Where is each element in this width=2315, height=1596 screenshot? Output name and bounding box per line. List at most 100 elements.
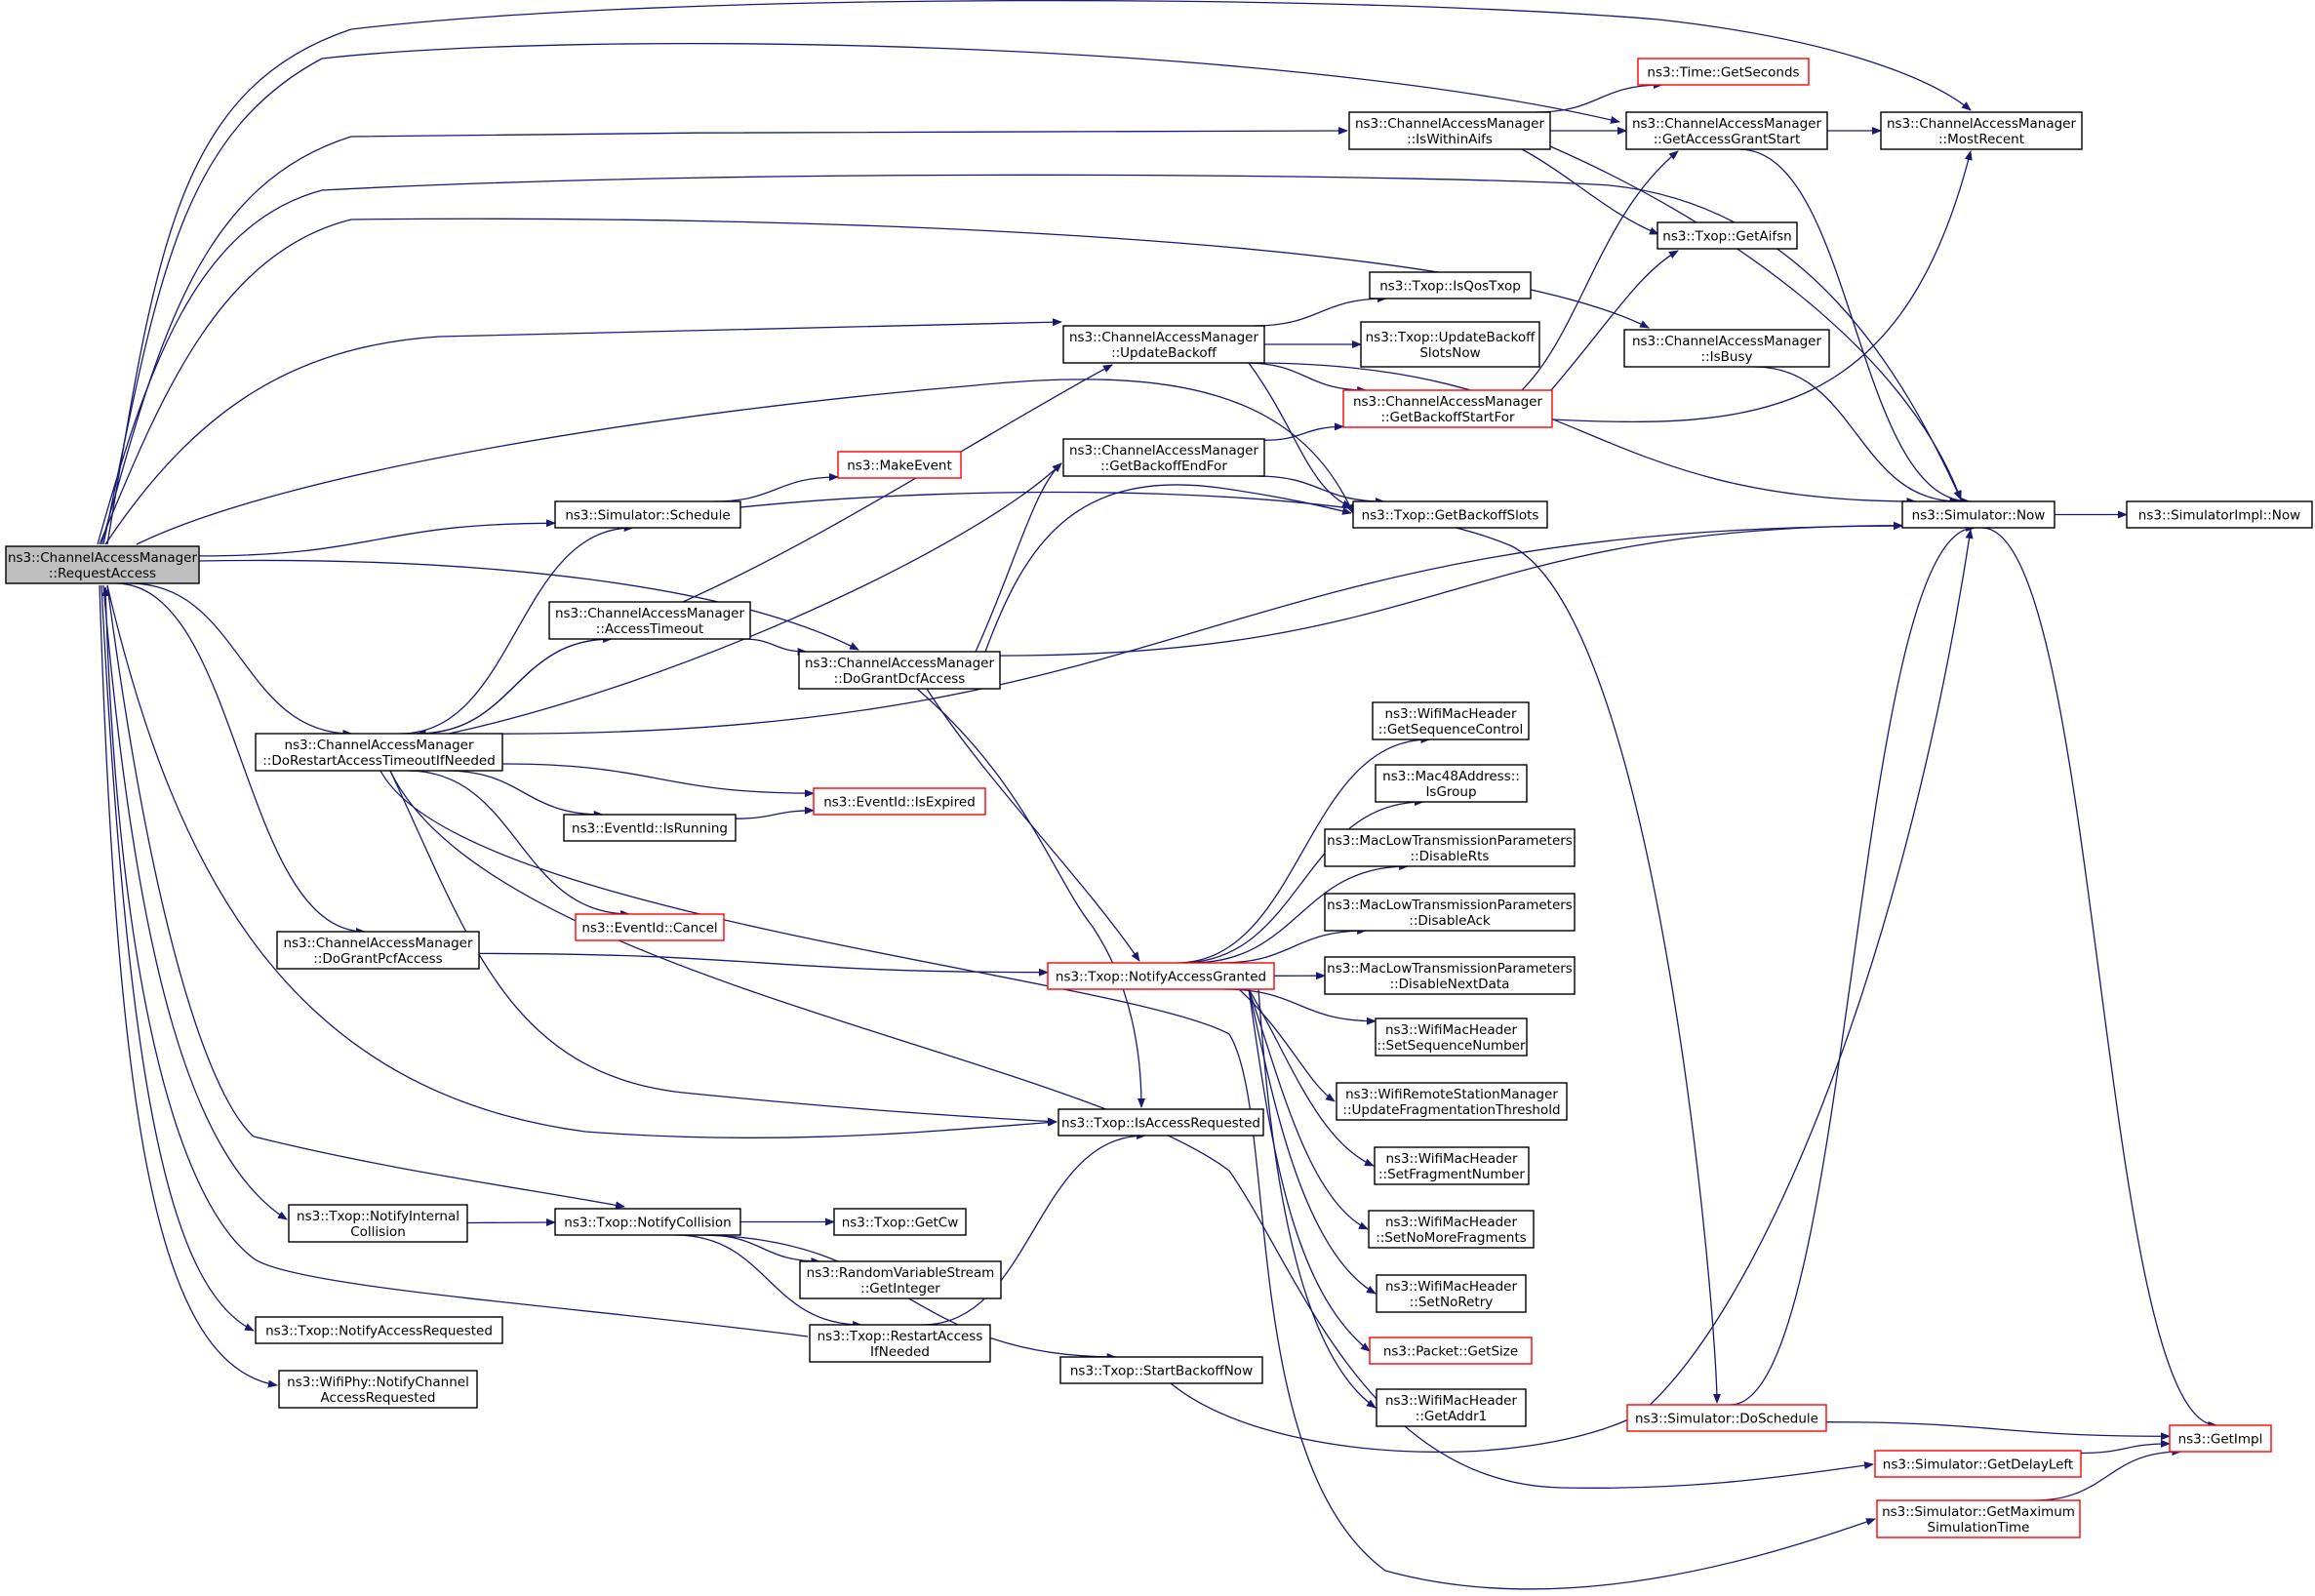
node-box[interactable] (554, 1208, 741, 1236)
node-box[interactable] (1376, 1274, 1527, 1313)
node-box[interactable] (1368, 1210, 1535, 1249)
node-do_grant_dcf_access[interactable]: ns3::ChannelAccessManager::DoGrantDcfAcc… (798, 651, 1001, 690)
node-box[interactable] (1876, 1499, 2081, 1538)
node-box[interactable] (1376, 1388, 1527, 1427)
node-maclow_disable_next_data[interactable]: ns3::MacLowTransmissionParameters::Disab… (1324, 956, 1576, 995)
node-box[interactable] (799, 1260, 1002, 1299)
node-box[interactable] (276, 931, 480, 970)
node-box[interactable] (1375, 1017, 1528, 1057)
node-wifiremote_update_frag[interactable]: ns3::WifiRemoteStationManager::UpdateFra… (1336, 1082, 1568, 1121)
node-box[interactable] (1637, 58, 1810, 86)
node-box[interactable] (1360, 321, 1540, 368)
node-do_restart_access_timeout[interactable]: ns3::ChannelAccessManager::DoRestartAcce… (255, 733, 503, 772)
node-packet_getsize[interactable]: ns3::Packet::GetSize (1369, 1337, 1533, 1365)
node-box[interactable] (1062, 438, 1265, 477)
node-wifimacheader_set_fragment_number[interactable]: ns3::WifiMacHeader::SetFragmentNumber (1374, 1146, 1530, 1185)
node-txop_notify_access_granted[interactable]: ns3::Txop::NotifyAccessGranted (1047, 962, 1275, 990)
node-eventid_isexpired[interactable]: ns3::EventId::IsExpired (813, 787, 986, 816)
node-box[interactable] (1369, 271, 1532, 299)
node-is_busy[interactable]: ns3::ChannelAccessManager::IsBusy (1623, 329, 1830, 368)
node-get_backoff_start_for[interactable]: ns3::ChannelAccessManager::GetBackoffSta… (1342, 389, 1553, 428)
node-mac48_is_group[interactable]: ns3::Mac48Address::IsGroup (1375, 764, 1528, 803)
node-box[interactable] (1374, 1146, 1530, 1185)
node-box[interactable] (1625, 111, 1828, 150)
node-time_getseconds[interactable]: ns3::Time::GetSeconds (1637, 58, 1810, 86)
node-txop_isqostxop[interactable]: ns3::Txop::IsQosTxop (1369, 271, 1532, 299)
node-box[interactable] (1058, 1108, 1264, 1137)
node-is_within_aifs[interactable]: ns3::ChannelAccessManager::IsWithinAifs (1348, 111, 1551, 150)
node-txop_start_backoff_now[interactable]: ns3::Txop::StartBackoffNow (1059, 1356, 1263, 1384)
node-eventid_isrunning[interactable]: ns3::EventId::IsRunning (563, 814, 737, 842)
node-box[interactable] (288, 1204, 468, 1243)
node-box[interactable] (278, 1370, 478, 1409)
node-wifimacheader_set_sequence_number[interactable]: ns3::WifiMacHeader::SetSequenceNumber (1375, 1017, 1528, 1057)
node-box[interactable] (1062, 325, 1265, 364)
node-simulator_now[interactable]: ns3::Simulator::Now (1901, 500, 2056, 529)
node-txop_notify_collision[interactable]: ns3::Txop::NotifyCollision (554, 1208, 741, 1236)
node-box[interactable] (255, 733, 503, 772)
node-txop_get_backoff_slots[interactable]: ns3::Txop::GetBackoffSlots (1352, 500, 1548, 529)
node-box[interactable] (1059, 1356, 1263, 1384)
node-box[interactable] (1324, 893, 1576, 932)
node-get_access_grant_start[interactable]: ns3::ChannelAccessManager::GetAccessGran… (1625, 111, 1828, 150)
node-box[interactable] (833, 1208, 967, 1236)
node-maclow_disable_ack[interactable]: ns3::MacLowTransmissionParameters::Disab… (1324, 893, 1576, 932)
node-txop_notify_access_requested[interactable]: ns3::Txop::NotifyAccessRequested (255, 1316, 503, 1344)
node-box[interactable] (1874, 1450, 2082, 1478)
node-get_backoff_end_for[interactable]: ns3::ChannelAccessManager::GetBackoffEnd… (1062, 438, 1265, 477)
node-box[interactable] (2126, 500, 2313, 529)
node-box[interactable] (1348, 111, 1551, 150)
node-wifimacheader_get_sequence_control[interactable]: ns3::WifiMacHeader::GetSequenceControl (1372, 701, 1530, 740)
node-eventid_cancel[interactable]: ns3::EventId::Cancel (575, 913, 725, 941)
node-box[interactable] (554, 500, 741, 529)
node-box[interactable] (1369, 1337, 1533, 1365)
node-access_timeout[interactable]: ns3::ChannelAccessManager::AccessTimeout (548, 601, 751, 640)
node-random_get_integer[interactable]: ns3::RandomVariableStream::GetInteger (799, 1260, 1002, 1299)
node-box[interactable] (1372, 701, 1530, 740)
node-do_grant_pcf_access[interactable]: ns3::ChannelAccessManager::DoGrantPcfAcc… (276, 931, 480, 970)
node-box[interactable] (548, 601, 751, 640)
node-most_recent[interactable]: ns3::ChannelAccessManager::MostRecent (1880, 111, 2083, 150)
node-box[interactable] (1880, 111, 2083, 150)
node-box[interactable] (813, 787, 986, 816)
node-maclow_disable_rts[interactable]: ns3::MacLowTransmissionParameters::Disab… (1324, 828, 1576, 867)
node-box[interactable] (2169, 1424, 2272, 1453)
node-box[interactable] (1352, 500, 1548, 529)
node-box[interactable] (837, 451, 962, 479)
node-simulator_doschedule[interactable]: ns3::Simulator::DoSchedule (1626, 1404, 1827, 1432)
node-request_access[interactable]: ns3::ChannelAccessManager::RequestAccess (5, 545, 200, 584)
node-getimpl[interactable]: ns3::GetImpl (2169, 1424, 2272, 1453)
node-wifimacheader_set_no_more_fragments[interactable]: ns3::WifiMacHeader::SetNoMoreFragments (1368, 1210, 1535, 1249)
node-box[interactable] (255, 1316, 503, 1344)
node-simulator_schedule[interactable]: ns3::Simulator::Schedule (554, 500, 741, 529)
node-box[interactable] (1623, 329, 1830, 368)
node-box[interactable] (1324, 828, 1576, 867)
node-simulator_getdelayleft[interactable]: ns3::Simulator::GetDelayLeft (1874, 1450, 2082, 1478)
node-wifimacheader_getaddr1[interactable]: ns3::WifiMacHeader::GetAddr1 (1376, 1388, 1527, 1427)
node-box[interactable] (1626, 1404, 1827, 1432)
node-wifiphy_notify_channel[interactable]: ns3::WifiPhy::NotifyChannelAccessRequest… (278, 1370, 478, 1409)
node-box[interactable] (798, 651, 1001, 690)
node-box[interactable] (1375, 764, 1528, 803)
node-box[interactable] (1047, 962, 1275, 990)
node-txop_getcw[interactable]: ns3::Txop::GetCw (833, 1208, 967, 1236)
node-txop_is_access_requested[interactable]: ns3::Txop::IsAccessRequested (1058, 1108, 1264, 1137)
node-make_event[interactable]: ns3::MakeEvent (837, 451, 962, 479)
node-update_backoff[interactable]: ns3::ChannelAccessManager::UpdateBackoff (1062, 325, 1265, 364)
node-box[interactable] (1901, 500, 2056, 529)
node-simulatorimpl_now[interactable]: ns3::SimulatorImpl::Now (2126, 500, 2313, 529)
node-box[interactable] (563, 814, 737, 842)
node-box[interactable] (575, 913, 725, 941)
node-txop_getaifsn[interactable]: ns3::Txop::GetAifsn (1656, 221, 1798, 250)
node-box[interactable] (5, 545, 200, 584)
node-box[interactable] (1336, 1082, 1568, 1121)
node-box[interactable] (1656, 221, 1798, 250)
node-box[interactable] (1342, 389, 1553, 428)
node-wifimacheader_set_no_retry[interactable]: ns3::WifiMacHeader::SetNoRetry (1376, 1274, 1527, 1313)
node-box[interactable] (1324, 956, 1576, 995)
node-box[interactable] (809, 1324, 991, 1363)
